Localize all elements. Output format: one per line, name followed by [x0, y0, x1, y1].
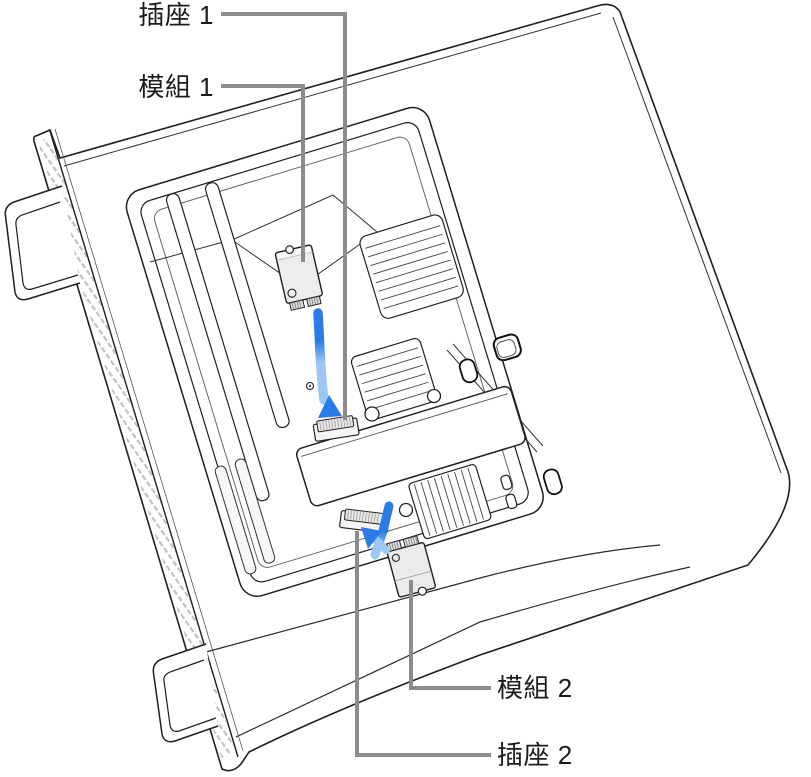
module-1-screw [287, 288, 297, 298]
latch-hole-lower [542, 468, 563, 496]
wall-tab-2 [505, 493, 518, 510]
bottom-handle-inner [163, 659, 217, 732]
case-bottom-crease-upper [205, 544, 661, 653]
label-socket-2: 插座 2 [497, 740, 573, 770]
front-panel-edge-2 [54, 128, 244, 752]
label-module-1: 模組 1 [138, 72, 214, 102]
top-handle-inner [15, 201, 79, 290]
frame-slot-2 [234, 458, 276, 564]
standoff-1 [364, 406, 380, 422]
callout-line-socket-2 [355, 531, 491, 757]
top-handle-outer [4, 185, 81, 301]
arrow-2-head [361, 527, 382, 549]
latch-hole-upper [458, 358, 479, 384]
ssd-socket-1 [312, 415, 360, 442]
callouts [221, 12, 491, 757]
arrow-1-head [318, 395, 342, 418]
latch-hole-large [492, 333, 522, 362]
label-module-2: 模組 2 [497, 673, 573, 703]
screw-boss-dot [308, 384, 312, 388]
wall-tab-1 [500, 474, 513, 491]
ssd-module-2 [386, 535, 437, 598]
module-2-connector-teeth [386, 535, 420, 553]
callout-line-module-2 [409, 580, 491, 690]
callout-line-socket-1 [221, 12, 347, 420]
standoff-2 [426, 388, 442, 404]
frame-post-1 [165, 193, 270, 502]
module-2-notch [417, 586, 427, 596]
case-top-inner-edge [63, 12, 602, 167]
rim-lip [153, 136, 514, 568]
frame-slot-1 [214, 465, 257, 575]
case-right-inner-edge [612, 16, 782, 474]
case-bottom-crease-lower [235, 566, 691, 738]
bottom-handle [152, 643, 219, 743]
ssd-module-1 [274, 244, 323, 311]
lattice-hatch [38, 136, 235, 760]
frame-post-2 [204, 182, 290, 429]
label-socket-1: 插座 1 [138, 0, 214, 30]
heatsink-upper [359, 214, 464, 319]
heatsink-lower [408, 464, 492, 540]
standoff-3 [398, 502, 414, 518]
top-handle [4, 185, 81, 301]
module-2-screw [391, 553, 400, 563]
ssd-cover-plate [295, 385, 526, 507]
ssd-socket-2 [339, 508, 390, 534]
heatsink-mid [350, 337, 438, 421]
insert-arrow-2 [361, 501, 394, 560]
callout-line-module-1 [221, 84, 305, 262]
bottom-handle-outer [152, 643, 219, 743]
module-1-connector-teeth [289, 295, 322, 311]
module-1-notch [285, 245, 295, 255]
insert-arrow-1 [313, 308, 342, 418]
